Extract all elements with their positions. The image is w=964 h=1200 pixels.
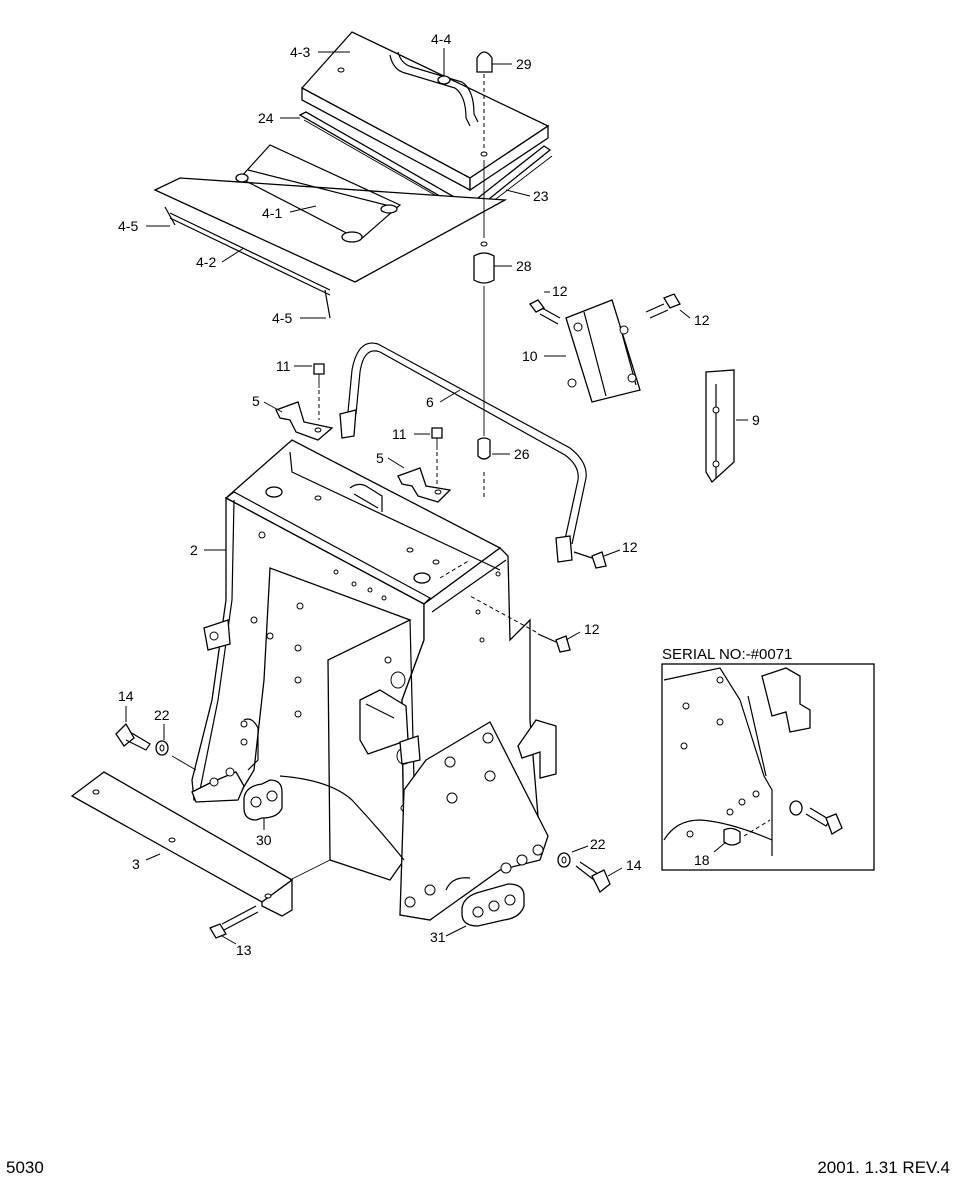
callout-4-1: 4-1	[262, 205, 282, 221]
callout-14-b: 14	[626, 857, 642, 873]
callout-14-a: 14	[118, 688, 134, 704]
callout-18: 18	[694, 852, 710, 868]
washer-22-b	[557, 852, 571, 868]
bolt-12-b	[645, 293, 681, 319]
tray-cover-part	[300, 31, 550, 192]
callout-11-a: 11	[276, 358, 291, 374]
bolt-11-b	[431, 427, 443, 486]
callout-12-b: 12	[694, 312, 710, 328]
tray-plate-part	[153, 144, 508, 319]
callout-12-c: 12	[622, 539, 638, 555]
callout-4-4: 4-4	[431, 31, 451, 47]
callout-24: 24	[258, 110, 274, 126]
bolt-12-a	[529, 299, 561, 325]
callout-23: 23	[533, 188, 549, 204]
tank-frame-part	[191, 439, 557, 921]
rubber-mount-30	[243, 779, 283, 821]
callout-29: 29	[516, 56, 532, 72]
bolt-13	[209, 905, 259, 939]
bottom-plate-part	[70, 771, 331, 917]
callout-31: 31	[430, 929, 446, 945]
bolt-14-b	[575, 861, 611, 894]
page-number: 5030	[6, 1158, 44, 1177]
rubber-mount-stack	[473, 51, 495, 498]
callout-4-5-lower: 4-5	[272, 310, 292, 326]
callout-26: 26	[514, 446, 530, 462]
callout-28: 28	[516, 258, 532, 274]
serial-inset	[661, 663, 875, 871]
callout-5-b: 5	[376, 450, 384, 466]
callout-22-a: 22	[154, 707, 170, 723]
callout-2: 2	[190, 542, 198, 558]
callout-labels: 4-3 4-4 29 24 23 4-1 4-5 4-2 28 4-5 12 1…	[118, 31, 792, 958]
callout-3: 3	[132, 856, 140, 872]
bolt-14-a	[115, 722, 197, 771]
bracket-part	[565, 299, 641, 403]
callout-13: 13	[236, 942, 252, 958]
callout-4-5-upper: 4-5	[118, 218, 138, 234]
callout-9: 9	[752, 412, 760, 428]
inset-title: SERIAL NO:-#0071	[662, 646, 792, 663]
callout-30: 30	[256, 832, 272, 848]
rubber-mount-31	[461, 883, 525, 927]
callout-6: 6	[426, 394, 434, 410]
small-bracket-b	[397, 467, 452, 503]
small-bracket-a	[275, 401, 334, 441]
leader-lines	[125, 48, 748, 945]
callout-12-a: 12	[552, 283, 568, 299]
callout-5-a: 5	[252, 393, 260, 409]
callout-22-b: 22	[590, 836, 606, 852]
callout-10: 10	[522, 348, 538, 364]
callout-4-3: 4-3	[290, 44, 310, 60]
washer-22-a	[155, 740, 169, 756]
vertical-bracket-part	[705, 369, 735, 484]
bolt-12-c	[573, 551, 607, 569]
callout-11-b: 11	[392, 426, 407, 442]
handrail-part	[339, 342, 587, 563]
callout-12-d: 12	[584, 621, 600, 637]
revision-date: 2001. 1.31 REV.4	[817, 1158, 950, 1177]
callout-4-2: 4-2	[196, 254, 216, 270]
bolt-11-a	[313, 363, 325, 420]
